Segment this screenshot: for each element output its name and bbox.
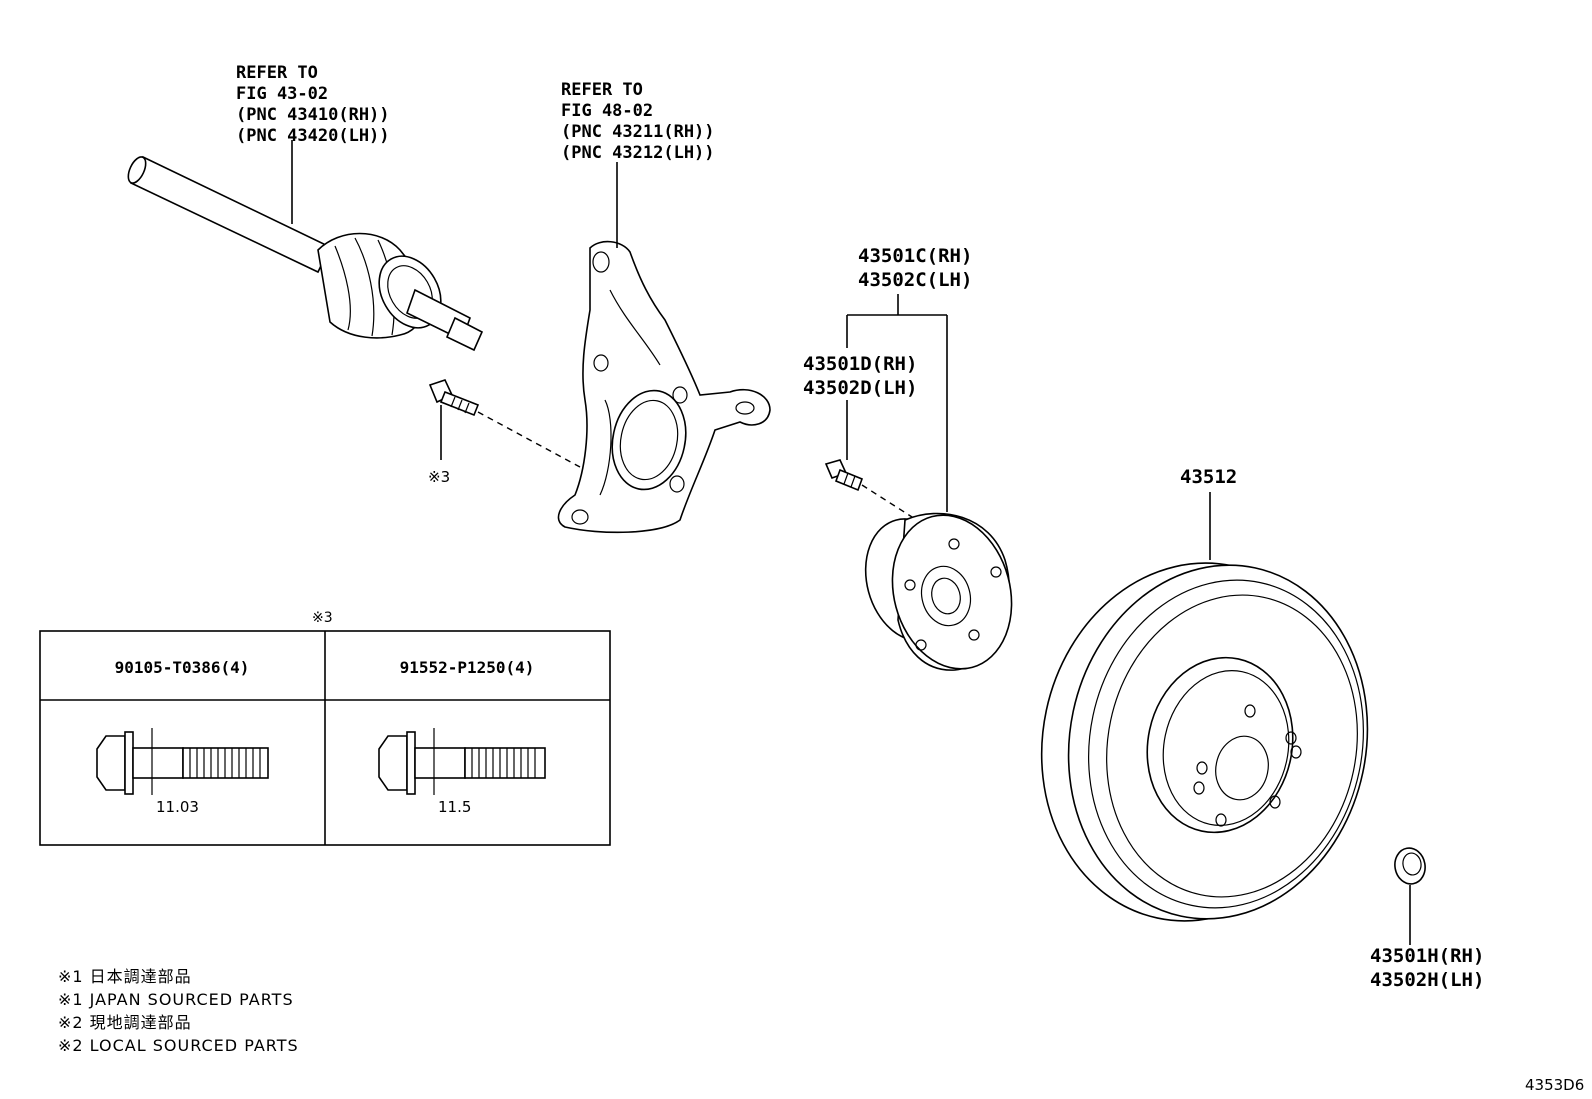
bolt-dimension-2: 11.5 bbox=[438, 798, 471, 816]
knuckle-bolt-dashline bbox=[477, 411, 581, 468]
bolt-dimension-1: 11.03 bbox=[156, 798, 199, 816]
bolt-2-drawing bbox=[378, 728, 546, 795]
drive-shaft-drawing bbox=[127, 155, 484, 352]
legend: ※1 日本調達部品 ※1 JAPAN SOURCED PARTS ※2 現地調達… bbox=[58, 967, 299, 1055]
figure-code: 4353D6 bbox=[1525, 1076, 1584, 1094]
hub-bolt-drawing bbox=[824, 459, 864, 492]
hub-bearing-drawing bbox=[864, 512, 1013, 671]
bolt-table-title: ※3 bbox=[312, 610, 333, 626]
hub-d-callout: 43501D(RH) 43502D(LH) bbox=[803, 353, 929, 399]
knuckle-callout: REFER TO FIG 48-02 (PNC 43211(RH)) (PNC … bbox=[561, 80, 725, 163]
nut-callout: 43501H(RH) 43502H(LH) bbox=[1370, 945, 1496, 991]
legend-line-1: ※1 日本調達部品 bbox=[58, 967, 192, 986]
brake-rotor-drawing bbox=[1040, 562, 1369, 922]
knuckle-bolt-drawing bbox=[428, 379, 480, 417]
bolt-1-drawing bbox=[96, 728, 269, 795]
legend-line-3: ※2 現地調達部品 bbox=[58, 1013, 192, 1032]
steering-knuckle-drawing bbox=[557, 240, 771, 534]
hub-bolt-dashline bbox=[861, 484, 913, 518]
rotor-callout: 43512 bbox=[1180, 466, 1237, 488]
legend-line-4: ※2 LOCAL SOURCED PARTS bbox=[58, 1036, 299, 1055]
legend-line-2: ※1 JAPAN SOURCED PARTS bbox=[58, 990, 294, 1009]
driveshaft-callout: REFER TO FIG 43-02 (PNC 43410(RH)) (PNC … bbox=[236, 63, 400, 146]
bolt-part-no-1: 90105-T0386(4) bbox=[115, 658, 250, 677]
bolt-table: ※3 90105-T0386(4) 91552-P1250(4) 11.03 bbox=[39, 610, 611, 846]
hub-c-callout: 43501C(RH) 43502C(LH) bbox=[858, 245, 984, 291]
hub-nut-drawing bbox=[1394, 847, 1426, 885]
knuckle-bolt-ref: ※3 bbox=[428, 468, 450, 486]
bolt-part-no-2: 91552-P1250(4) bbox=[400, 658, 535, 677]
